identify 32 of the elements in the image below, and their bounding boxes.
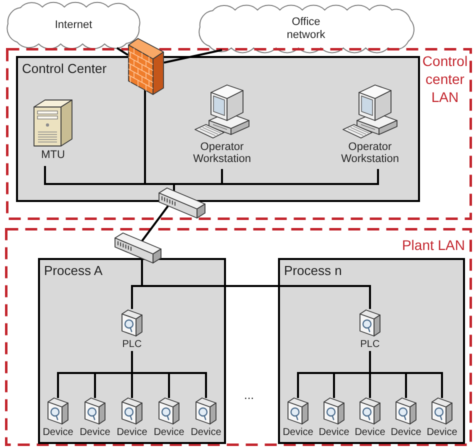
- zone-label: Control center LAN: [421, 52, 469, 106]
- node-label: Device: [318, 427, 350, 438]
- node-label: PLC: [122, 339, 142, 350]
- node-label: Device: [426, 427, 458, 438]
- panel-title: Process n: [284, 263, 342, 278]
- cloud-label: Office network: [286, 16, 326, 42]
- node-label: MTU: [41, 149, 65, 161]
- node-label: Device: [282, 427, 314, 438]
- panel-title: Process A: [44, 263, 103, 278]
- node-label: Device: [354, 427, 386, 438]
- group-panel: [38, 258, 226, 444]
- node-label: Operator Workstation: [340, 141, 400, 165]
- node-label: Device: [390, 427, 422, 438]
- ellipsis-label: ...: [244, 388, 254, 402]
- node-label: Device: [42, 427, 74, 438]
- cloud-label: Internet: [54, 19, 92, 32]
- node-label: PLC: [360, 339, 380, 350]
- connector-line: [164, 49, 222, 64]
- node-label: Device: [190, 427, 222, 438]
- connector-line: [141, 205, 169, 242]
- node-label: Operator Workstation: [192, 141, 252, 165]
- connector-line: [116, 47, 129, 56]
- group-panel: [16, 56, 420, 202]
- node-label: Device: [154, 427, 184, 438]
- network-switch-icon: [158, 187, 206, 219]
- node-label: Device: [80, 427, 110, 438]
- firewall-icon: [128, 38, 164, 95]
- network-switch-icon: [114, 232, 162, 264]
- panel-title: Control Center: [22, 61, 107, 76]
- group-panel: [278, 258, 465, 444]
- zone-label: Plant LAN: [402, 237, 465, 253]
- node-label: Device: [116, 427, 148, 438]
